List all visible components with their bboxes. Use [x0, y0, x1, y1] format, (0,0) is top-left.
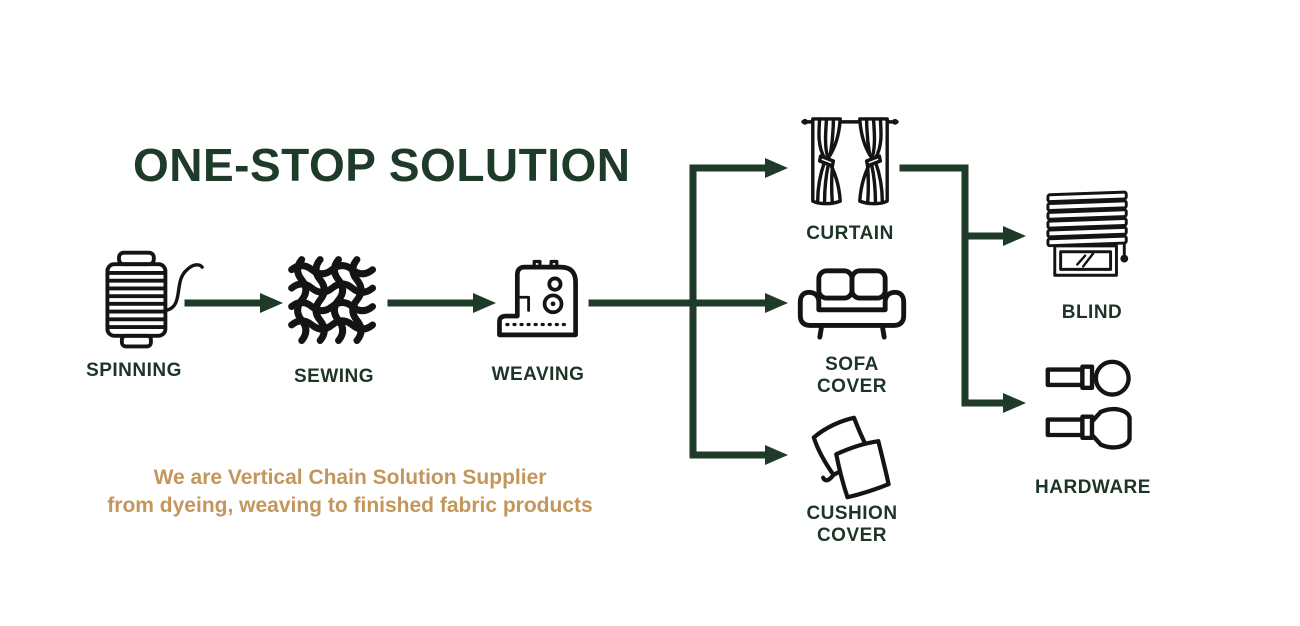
tagline-line-2: from dyeing, weaving to finished fabric … — [107, 494, 593, 517]
node-label-weaving: WEAVING — [491, 364, 585, 385]
sofa-icon — [797, 268, 907, 340]
curtain-finials-icon — [1045, 359, 1132, 450]
cushion-pillows-icon — [811, 415, 891, 500]
woven-fabric-icon — [288, 256, 377, 345]
node-label-blind: BLIND — [1061, 302, 1123, 323]
label-line: COVER — [816, 525, 888, 546]
page-title: ONE-STOP SOLUTION — [133, 139, 631, 191]
label-line: CUSHION — [806, 503, 898, 524]
thread-spool-icon — [105, 250, 204, 349]
tagline-line-1: We are Vertical Chain Solution Supplier — [153, 466, 547, 489]
label-line: COVER — [816, 376, 888, 397]
branch-line-accessories — [899, 164, 969, 407]
tagline: We are Vertical Chain Solution Supplier … — [60, 464, 640, 520]
node-label-hardware: HARDWARE — [1035, 477, 1151, 498]
window-blind-icon — [1046, 190, 1129, 277]
node-label-curtain: CURTAIN — [806, 223, 894, 244]
node-label-spinning: SPINNING — [86, 360, 182, 381]
node-label-sewing: SEWING — [293, 366, 375, 387]
sewing-machine-icon — [497, 259, 578, 338]
label-line: SOFA — [825, 354, 879, 375]
curtain-icon — [801, 117, 899, 206]
